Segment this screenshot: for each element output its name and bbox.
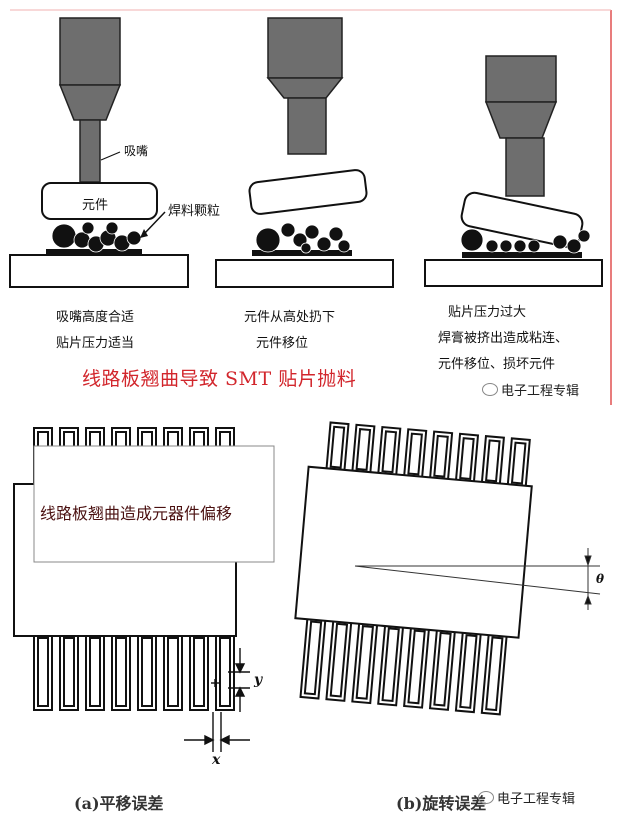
chip-body-b — [294, 465, 533, 639]
wechat-icon — [482, 383, 498, 396]
nozzle-tip-2 — [287, 97, 327, 155]
diagram-b — [294, 421, 533, 716]
arrow-solder-line — [143, 211, 166, 235]
component-2 — [248, 169, 368, 215]
pin-top-b-inner — [433, 434, 449, 478]
pin-bottom-b-inner — [381, 627, 400, 703]
pins-top-b — [325, 421, 531, 489]
pin-bottom-a-inner — [37, 637, 49, 707]
dim-x — [184, 712, 250, 752]
pin-bottom-b-inner — [485, 636, 504, 712]
var-x: x — [212, 752, 221, 768]
nozzle-tip-3 — [505, 137, 545, 197]
nozzle-taper-1 — [58, 84, 122, 121]
pin-bottom-b-inner — [433, 631, 452, 707]
nozzle-tip-1 — [79, 119, 101, 183]
pad-3 — [462, 252, 582, 258]
arrow-nozzle-line — [100, 151, 121, 161]
pin-bottom-b-inner — [355, 625, 374, 700]
pin-top-b-inner — [459, 437, 475, 480]
pin-bottom-a-inner — [193, 637, 205, 707]
caption-a: (a)平移误差 — [74, 794, 164, 813]
pin-bottom-a-inner — [141, 637, 153, 707]
label-solder: 焊料颗粒 — [168, 204, 221, 219]
watermark-bottom: 电子工程专辑 — [478, 788, 575, 807]
top-title: 线路板翘曲导致 SMT 贴片抛料 — [82, 368, 357, 390]
caption-1-line-1: 吸嘴高度合适 — [56, 310, 135, 325]
pin-bottom-a-inner — [63, 637, 75, 707]
watermark-bottom-text: 电子工程专辑 — [497, 792, 576, 807]
solder-balls-2 — [255, 222, 351, 254]
pin-top-b-inner — [407, 432, 423, 476]
pin-bottom-a-inner — [115, 637, 127, 707]
caption-3-line-2: 焊膏被挤出造成粘连、 — [438, 331, 569, 346]
nozzle-head-2 — [267, 17, 343, 79]
pad-2 — [252, 250, 352, 256]
dim-y — [211, 648, 250, 712]
nozzle-taper-2 — [266, 77, 344, 99]
caption-b: (b)旋转误差 — [396, 794, 487, 813]
board-1 — [9, 254, 189, 288]
caption-1-line-2: 贴片压力适当 — [56, 336, 135, 351]
arrow-solder-head — [140, 229, 148, 238]
panel-1 — [9, 17, 189, 288]
caption-3-line-1: 贴片压力过大 — [448, 305, 527, 320]
nozzle-head-3 — [485, 55, 557, 103]
pin-top-b-inner — [485, 439, 501, 483]
caption-3-line-3: 元件移位、损坏元件 — [438, 357, 556, 372]
board-2 — [215, 259, 394, 288]
pin-bottom-b-inner — [459, 634, 478, 709]
panel-2 — [215, 17, 394, 288]
pin-bottom-a-inner — [167, 637, 179, 707]
rotation-lines — [354, 548, 601, 610]
pin-bottom-b-inner — [303, 620, 323, 696]
watermark-top: 电子工程专辑 — [482, 380, 579, 399]
watermark-top-text: 电子工程专辑 — [501, 384, 580, 399]
label-nozzle: 吸嘴 — [124, 144, 149, 158]
offset-box-label: 线路板翘曲造成元器件偏移 — [40, 504, 233, 523]
pin-bottom-b-inner — [407, 629, 426, 705]
nozzle-head-1 — [59, 17, 121, 86]
solder-balls-1 — [51, 221, 142, 253]
label-component: 元件 — [82, 198, 109, 213]
panel-3 — [424, 55, 603, 287]
var-y: y — [254, 672, 263, 688]
offset-box — [33, 445, 275, 563]
caption-2-line-1: 元件从高处扔下 — [244, 310, 336, 325]
solder-balls-3 — [460, 228, 591, 254]
wechat-icon-bottom — [478, 791, 494, 804]
caption-2-line-2: 元件移位 — [256, 336, 309, 351]
pin-top-b-inner — [510, 441, 527, 485]
pin-bottom-b-inner — [329, 622, 349, 698]
nozzle-taper-3 — [484, 101, 558, 139]
pin-top-b-inner — [381, 430, 398, 474]
component-1 — [41, 182, 158, 220]
board-3 — [424, 259, 603, 287]
pin-top-b-inner — [355, 428, 372, 471]
pin-bottom-a-inner — [89, 637, 101, 707]
pin-top-b-inner — [329, 425, 346, 469]
var-theta: θ — [596, 572, 605, 586]
pins-bottom-a — [33, 633, 235, 711]
